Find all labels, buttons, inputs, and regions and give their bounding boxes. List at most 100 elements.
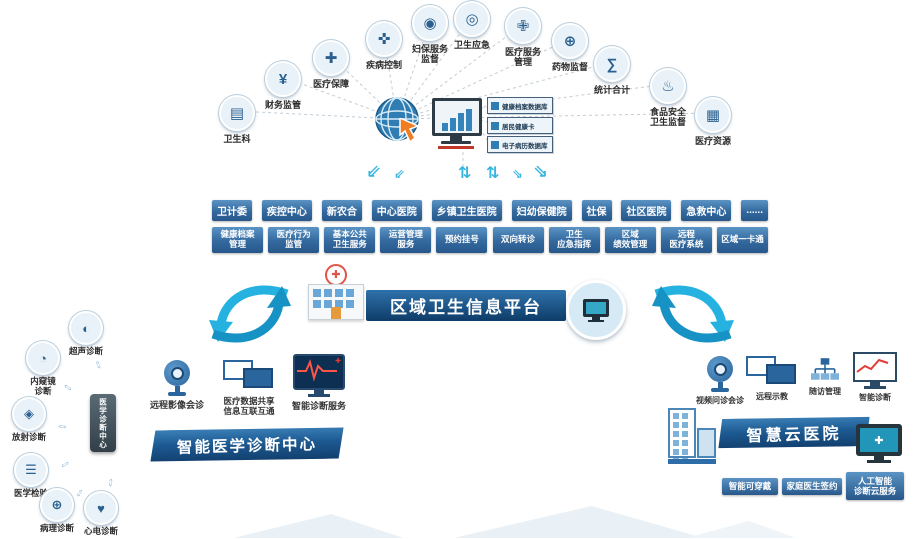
- service-button[interactable]: 基本公共 卫生服务: [324, 227, 376, 253]
- service-button[interactable]: 远程 医疗系统: [660, 227, 712, 253]
- service-button[interactable]: 预约挂号: [436, 227, 488, 253]
- platform-monitor-icon: [566, 280, 626, 340]
- database-icon: [491, 101, 499, 110]
- org-button[interactable]: 乡镇卫生医院: [431, 200, 502, 221]
- ai-cloud-button[interactable]: 人工智能 诊断云服务: [846, 472, 904, 500]
- cursor-icon: [399, 118, 420, 144]
- cluster-node: ◈ 放射诊断: [1, 397, 57, 443]
- medical-service-admin-icon: ✙: [505, 8, 541, 44]
- platform-title-banner: 区域卫生信息平台: [366, 290, 566, 321]
- top-node: ◎ 卫生应急: [441, 1, 503, 50]
- diagnosis-terminal-icon: 医学诊断中心: [90, 394, 116, 452]
- database-icon: [491, 140, 499, 149]
- org-tree-icon: [811, 358, 839, 380]
- cluster-node: ◔ 内窥镜 诊断: [15, 341, 71, 397]
- top-node: ✜ 疾病控制: [353, 21, 415, 70]
- family-doctor-button[interactable]: 家庭医生签约: [782, 478, 842, 495]
- cloud-hospital-banner: 智慧云医院: [718, 415, 871, 450]
- org-button[interactable]: 社区医院: [621, 200, 672, 221]
- service-button[interactable]: 医疗行为 监管: [268, 227, 320, 253]
- wearable-button[interactable]: 智能可穿戴: [722, 478, 778, 495]
- org-button[interactable]: 社保: [581, 200, 612, 221]
- maternal-care-icon: ◉: [412, 5, 448, 41]
- cluster-node: ♥ 心电诊断: [73, 491, 129, 537]
- database-box: 电子病历数据库: [487, 136, 553, 153]
- smart-diagnosis-service: ✚ 智能诊断服务: [282, 354, 356, 412]
- dual-monitors-icon: [746, 356, 798, 388]
- ecg-monitor-icon: ✚: [293, 354, 345, 397]
- top-node: ✙ 医疗服务 管理: [492, 8, 554, 68]
- service-button[interactable]: 卫生 应急指挥: [548, 227, 600, 253]
- hub-monitor-icon: [432, 98, 482, 149]
- service-button-row: 健康档案 管理 医疗行为 监管 基本公共 卫生服务 运营管理 服务 预约挂号 双…: [212, 227, 768, 253]
- flow-arrow-icon: ⇅: [486, 165, 500, 182]
- service-button[interactable]: 健康档案 管理: [212, 227, 263, 253]
- finance-supervision-icon: ¥: [265, 61, 301, 97]
- org-button[interactable]: 妇幼保健院: [511, 200, 572, 221]
- red-cross-icon: ✚: [325, 264, 347, 286]
- org-button[interactable]: 中心医院: [371, 200, 422, 221]
- cluster-node: ⊕ 病理诊断: [29, 488, 85, 534]
- health-emergency-icon: ◎: [454, 1, 490, 37]
- cluster-node: ◐ 超声诊断: [58, 311, 114, 357]
- flow-arrow-icon: ⇘: [533, 161, 549, 181]
- top-node: ◉ 妇保服务 监督: [399, 5, 461, 65]
- exchange-arrow-icon: ⇔: [101, 475, 118, 490]
- service-button[interactable]: 区域 绩效管理: [604, 227, 656, 253]
- flow-arrow-icon: ⇙: [366, 161, 382, 181]
- lab-test-icon: ☰: [14, 453, 48, 487]
- disease-control-icon: ✜: [366, 21, 402, 57]
- watermark-triangle: [453, 506, 717, 538]
- plus-icon: ✚: [874, 434, 884, 447]
- health-dept-icon: ▤: [219, 95, 255, 131]
- ultrasound-icon: ◐: [69, 311, 103, 345]
- org-button[interactable]: 卫计委: [212, 200, 252, 221]
- database-box: 居民健康卡: [487, 117, 553, 134]
- top-node: ¥ 财务监管: [252, 61, 314, 110]
- flow-arrow-icon: ⇅: [458, 165, 472, 182]
- cloud-monitor-icon: ✚: [856, 424, 902, 463]
- remote-teaching-service: 远程示教: [742, 356, 802, 402]
- diagnosis-center-banner: 智能医学诊断中心: [150, 425, 345, 463]
- watermark-triangle: [686, 521, 804, 538]
- exchange-arrow-icon: ⇔: [55, 417, 70, 434]
- cloud-hospital-building-icon: [668, 404, 716, 464]
- flow-arrow-icon: ⇙: [394, 166, 405, 181]
- medical-insurance-icon: ✚: [313, 40, 349, 76]
- org-button[interactable]: 急救中心: [681, 200, 732, 221]
- top-node: ⊕ 药物监督: [539, 23, 601, 72]
- ai-diagnosis-service: 智能诊断: [845, 352, 905, 403]
- database-box: 健康档案数据库: [487, 97, 553, 114]
- video-consult-service: 视频问诊会诊: [690, 356, 750, 406]
- dual-monitors-icon: [223, 360, 275, 392]
- org-button-more[interactable]: ......: [741, 200, 768, 221]
- database-icon: [491, 121, 499, 130]
- top-node: ∑ 统计合计: [581, 46, 643, 95]
- org-button-row: 卫计委 疾控中心 新农合 中心医院 乡镇卫生医院 妇幼保健院 社保 社区医院 急…: [212, 200, 768, 221]
- top-node: ♨ 食品安全 卫生监督: [637, 68, 699, 128]
- org-button[interactable]: 新农合: [321, 200, 362, 221]
- service-button[interactable]: 运营管理 服务: [380, 227, 432, 253]
- food-safety-icon: ♨: [650, 68, 686, 104]
- pathology-icon: ⊕: [40, 488, 74, 522]
- top-node: ▤ 卫生科: [206, 95, 268, 144]
- top-node: ▦ 医疗资源: [682, 97, 744, 146]
- sync-arrows-left-icon: [209, 285, 291, 343]
- webcam-icon: [164, 360, 190, 396]
- remote-imaging-service: 远程影像会诊: [142, 360, 212, 411]
- radiology-icon: ◈: [12, 397, 46, 431]
- statistics-icon: ∑: [594, 46, 630, 82]
- ecg-diagnosis-icon: ♥: [84, 491, 118, 525]
- webcam-icon: [707, 356, 733, 392]
- top-node: ✚ 医疗保障: [300, 40, 362, 89]
- service-button[interactable]: 区域一卡通: [716, 227, 768, 253]
- drug-supervision-icon: ⊕: [552, 23, 588, 59]
- followup-service: 随访管理: [797, 356, 853, 397]
- door-icon: [331, 307, 341, 319]
- service-button[interactable]: 双向转诊: [492, 227, 544, 253]
- chart-monitor-icon: [853, 352, 897, 389]
- org-button[interactable]: 疾控中心: [261, 200, 312, 221]
- sync-arrows-right-icon: [652, 285, 734, 343]
